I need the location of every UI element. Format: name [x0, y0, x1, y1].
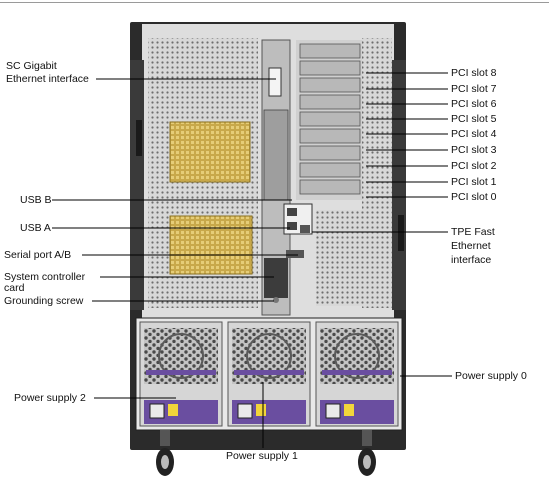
pci-bracket: [299, 43, 361, 59]
label-pci-slot-3: PCI slot 3: [451, 144, 497, 156]
top-rule: [0, 2, 549, 3]
power-supply-1-unit: [227, 321, 311, 427]
grounding-screw-mark: [273, 297, 279, 303]
label-sc-gigabit-line2: Ethernet interface: [6, 73, 89, 85]
label-pci-slot-5: PCI slot 5: [451, 113, 497, 125]
serial-port: [286, 250, 304, 258]
lower-vent-grille: [169, 215, 253, 275]
label-pci-slot-4: PCI slot 4: [451, 128, 497, 140]
pci-bracket: [299, 111, 361, 127]
label-pci-slot-8: PCI slot 8: [451, 67, 497, 79]
label-usb-a: USB A: [20, 222, 51, 234]
right-rail: [392, 60, 406, 310]
power-supply-2-unit: [139, 321, 223, 427]
label-tpe-line1: TPE Fast: [451, 226, 495, 238]
label-tpe-line3: interface: [451, 254, 492, 266]
label-power-supply-2: Power supply 2: [14, 392, 86, 404]
pci-bracket: [299, 162, 361, 178]
label-grounding-screw: Grounding screw: [4, 295, 84, 307]
sc-gigabit-port: [268, 67, 282, 97]
usb-a-port: [287, 222, 297, 230]
sc-card-lower-plate: [264, 258, 288, 298]
label-pci-slot-1: PCI slot 1: [451, 176, 497, 188]
pci-bracket: [299, 145, 361, 161]
pci-slot-brackets: [299, 43, 361, 195]
label-system-controller-line2: card: [4, 282, 25, 294]
left-caster: [156, 430, 174, 476]
upper-vent-grille: [169, 121, 251, 183]
label-serial-port: Serial port A/B: [4, 249, 72, 261]
lower-middle-perforated-panel: [316, 210, 362, 306]
usb-b-port: [287, 208, 297, 216]
pci-bracket: [299, 94, 361, 110]
pci-bracket: [299, 77, 361, 93]
left-handle: [136, 120, 142, 156]
pci-bracket: [299, 128, 361, 144]
label-system-controller-line1: System controller: [4, 271, 86, 283]
label-usb-b: USB B: [20, 194, 52, 206]
pci-bracket: [299, 60, 361, 76]
tpe-port: [300, 225, 310, 233]
right-perforated-panel: [362, 38, 392, 308]
label-pci-slot-7: PCI slot 7: [451, 83, 497, 95]
label-sc-gigabit-line1: SC Gigabit: [6, 60, 57, 72]
right-caster: [358, 430, 376, 476]
label-pci-slot-2: PCI slot 2: [451, 160, 497, 172]
right-handle: [398, 215, 404, 251]
label-pci-slot-6: PCI slot 6: [451, 98, 497, 110]
pci-bracket: [299, 179, 361, 195]
sc-card-label-plate: [263, 109, 289, 201]
power-supply-0-unit: [315, 321, 399, 427]
label-power-supply-0: Power supply 0: [455, 370, 527, 382]
label-tpe-line2: Ethernet: [451, 240, 491, 252]
label-pci-slot-0: PCI slot 0: [451, 191, 497, 203]
label-power-supply-1: Power supply 1: [226, 450, 298, 462]
left-rail: [130, 60, 144, 310]
